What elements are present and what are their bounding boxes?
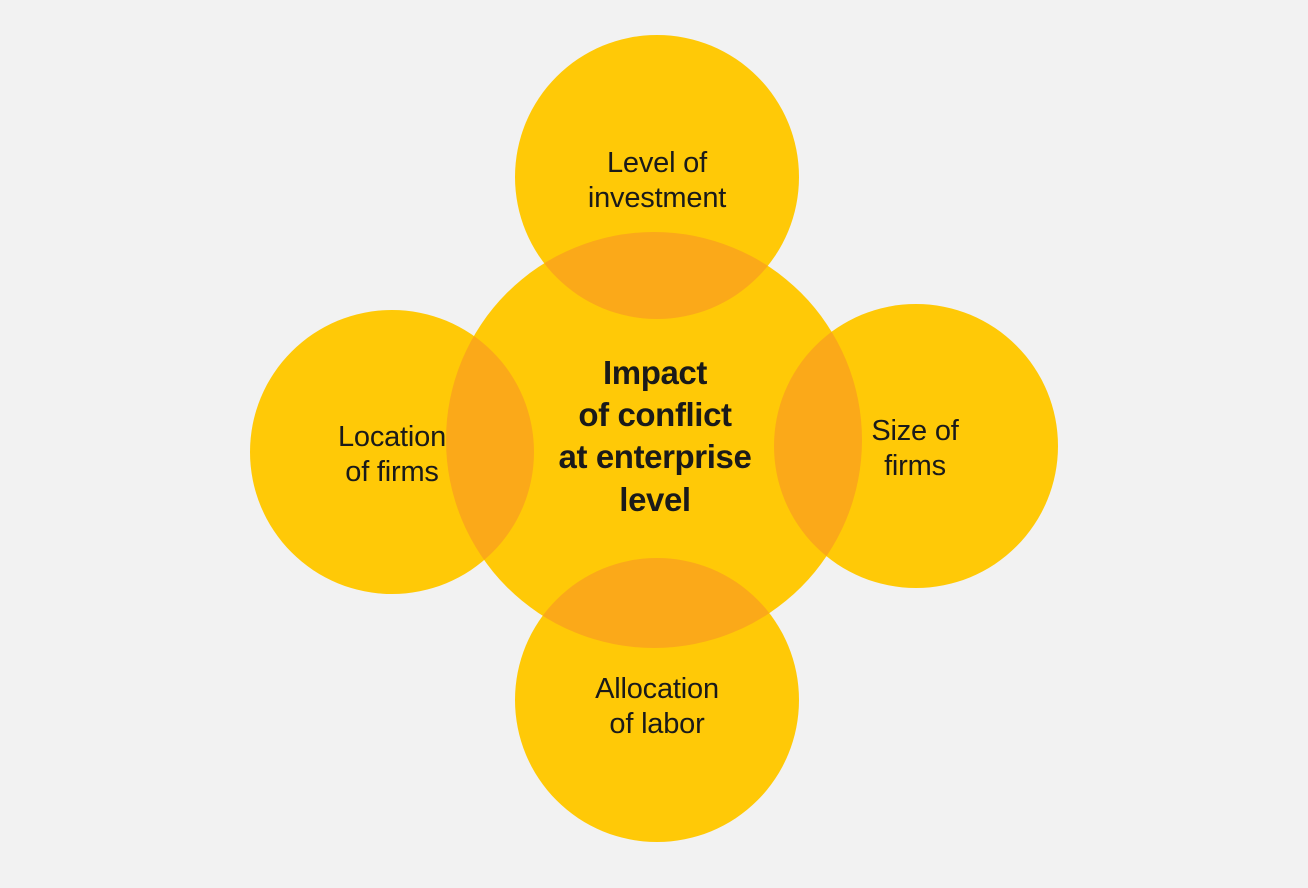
circle-impact-of-conflict[interactable]: [446, 232, 862, 648]
overlap-right: [774, 304, 862, 588]
overlap-bottom: [515, 558, 799, 648]
overlap-top: [515, 232, 799, 319]
